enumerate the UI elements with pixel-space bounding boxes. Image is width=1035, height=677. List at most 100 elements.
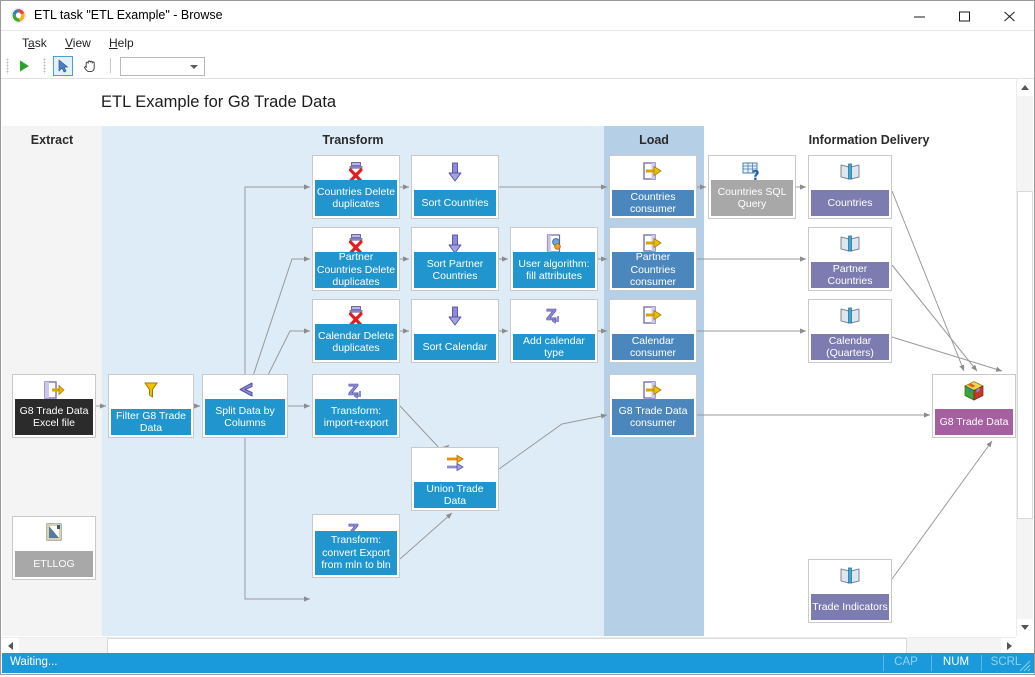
node-excel[interactable]: G8 Trade Data Excel file xyxy=(12,374,96,438)
node-label: Filter G8 Trade Data xyxy=(111,409,191,435)
node-label: Calendar Delete duplicates xyxy=(315,324,397,360)
node-label: G8 Trade Data Excel file xyxy=(15,399,93,435)
filter-funnel-icon xyxy=(109,380,193,406)
lane-label-info: Information Delivery xyxy=(808,133,930,147)
node-addcal[interactable]: Z Add calendar type xyxy=(510,299,598,363)
delete-dup-icon xyxy=(313,161,399,187)
node-label: ETLLOG xyxy=(15,551,93,577)
svg-text:Z: Z xyxy=(348,381,359,399)
dictionary-icon xyxy=(809,161,891,187)
node-label: Countries Delete duplicates xyxy=(315,180,397,216)
node-calcons[interactable]: Calendar consumer xyxy=(609,299,697,363)
status-separator-1 xyxy=(883,655,884,671)
toolbar-grip[interactable] xyxy=(6,58,9,74)
status-message: Waiting... xyxy=(10,656,58,668)
node-split[interactable]: Split Data by Columns xyxy=(202,374,288,438)
node-label: Trade Indicators xyxy=(811,594,889,620)
title-bar: ETL task "ETL Example" - Browse xyxy=(1,1,1034,31)
node-label: Partner Countries Delete duplicates xyxy=(315,251,397,289)
status-separator-2 xyxy=(931,655,932,671)
etl-app-icon xyxy=(10,7,27,24)
diagram-canvas[interactable]: ETL Example for G8 Trade Data Extract Tr… xyxy=(2,79,1034,636)
node-trimpexp[interactable]: Z Transform: import+export xyxy=(312,374,400,438)
node-tradeind[interactable]: Trade Indicators xyxy=(808,559,892,623)
pan-tool-button[interactable] xyxy=(81,56,101,76)
menu-task[interactable]: Task xyxy=(22,36,47,50)
select-tool-button[interactable] xyxy=(53,56,73,76)
status-num: NUM xyxy=(942,656,970,668)
svg-text:Z: Z xyxy=(348,521,359,539)
node-cdd[interactable]: Countries Delete duplicates xyxy=(312,155,400,219)
toolbar-grip-2[interactable] xyxy=(43,58,46,74)
horizontal-scrollbar[interactable] xyxy=(2,637,1018,654)
node-label: Calendar (Quarters) xyxy=(811,334,889,360)
close-button[interactable] xyxy=(988,1,1033,30)
node-label: Sort Calendar xyxy=(414,334,496,360)
node-sortpc[interactable]: Sort Partner Countries xyxy=(411,227,499,291)
node-label: User algorithm: fill attributes xyxy=(513,252,595,288)
node-label: Countries xyxy=(811,190,889,216)
node-label: Partner Countries consumer xyxy=(612,251,694,288)
node-label: Union Trade Data xyxy=(414,482,496,508)
node-g8cons[interactable]: G8 Trade Data consumer xyxy=(609,374,697,438)
node-label: Sort Partner Countries xyxy=(414,252,496,288)
zoom-combo[interactable] xyxy=(120,57,205,76)
node-etllog[interactable]: ETLLOG xyxy=(12,516,96,580)
h-scroll-thumb[interactable] xyxy=(107,638,907,654)
consumer-icon xyxy=(610,380,696,406)
scroll-up-button[interactable] xyxy=(1017,79,1033,96)
scroll-left-button[interactable] xyxy=(2,638,19,654)
node-ccons[interactable]: Countries consumer xyxy=(609,155,697,219)
node-pcountries[interactable]: Partner Countries xyxy=(808,227,892,291)
split-arrow-icon xyxy=(203,380,287,406)
menu-view[interactable]: View xyxy=(65,36,91,50)
node-caldd[interactable]: Calendar Delete duplicates xyxy=(312,299,400,363)
node-calquarters[interactable]: Calendar (Quarters) xyxy=(808,299,892,363)
sort-down-icon xyxy=(412,233,498,259)
svg-text:Z: Z xyxy=(546,306,557,324)
menu-bar: Task View Help xyxy=(1,31,1034,53)
node-label: Add calendar type xyxy=(513,334,595,360)
status-cap: CAP xyxy=(894,656,918,668)
svg-text:?: ? xyxy=(752,169,760,181)
toolbar-separator xyxy=(110,58,111,73)
scroll-right-button[interactable] xyxy=(1001,638,1018,654)
sql-query-icon: ? xyxy=(709,161,795,187)
status-separator-3 xyxy=(981,655,982,671)
consumer-icon xyxy=(610,233,696,259)
status-bar: Waiting... CAP NUM SCRL xyxy=(2,653,1034,673)
sort-down-icon xyxy=(412,161,498,187)
node-convert[interactable]: Z Transform: convert Export from mln to … xyxy=(312,514,400,578)
vertical-scrollbar[interactable] xyxy=(1016,79,1033,636)
node-countries[interactable]: Countries xyxy=(808,155,892,219)
minimize-button[interactable] xyxy=(898,1,943,30)
user-algorithm-icon xyxy=(511,233,597,259)
node-label: Countries consumer xyxy=(612,190,694,216)
dictionary-icon xyxy=(809,305,891,331)
node-label: G8 Trade Data consumer xyxy=(612,399,694,435)
node-label: Transform: import+export xyxy=(315,399,397,435)
node-pccons[interactable]: Partner Countries consumer xyxy=(609,227,697,291)
node-filter[interactable]: Filter G8 Trade Data xyxy=(108,374,194,438)
node-sortc[interactable]: Sort Countries xyxy=(411,155,499,219)
union-arrows-icon xyxy=(412,453,498,479)
node-sqlq[interactable]: ? Countries SQL Query xyxy=(708,155,796,219)
scroll-down-button[interactable] xyxy=(1017,619,1033,636)
node-g8cube[interactable]: G8 Trade Data xyxy=(932,374,1016,438)
node-label: G8 Trade Data xyxy=(935,409,1013,435)
lane-label-transform: Transform xyxy=(322,133,384,147)
run-button[interactable] xyxy=(14,56,34,76)
resize-grip[interactable] xyxy=(1019,659,1031,672)
maximize-button[interactable] xyxy=(943,1,988,30)
node-pcdd[interactable]: Partner Countries Delete duplicates xyxy=(312,227,400,291)
v-scroll-thumb[interactable] xyxy=(1017,191,1033,519)
node-label: Countries SQL Query xyxy=(711,180,793,216)
status-scrl: SCRL xyxy=(990,656,1022,668)
node-sortcal[interactable]: Sort Calendar xyxy=(411,299,499,363)
node-useralg[interactable]: User algorithm: fill attributes xyxy=(510,227,598,291)
node-label: Transform: convert Export from mln to bl… xyxy=(315,531,397,575)
cube-icon xyxy=(933,380,1015,406)
menu-help[interactable]: Help xyxy=(109,36,134,50)
node-union[interactable]: Union Trade Data xyxy=(411,447,499,511)
